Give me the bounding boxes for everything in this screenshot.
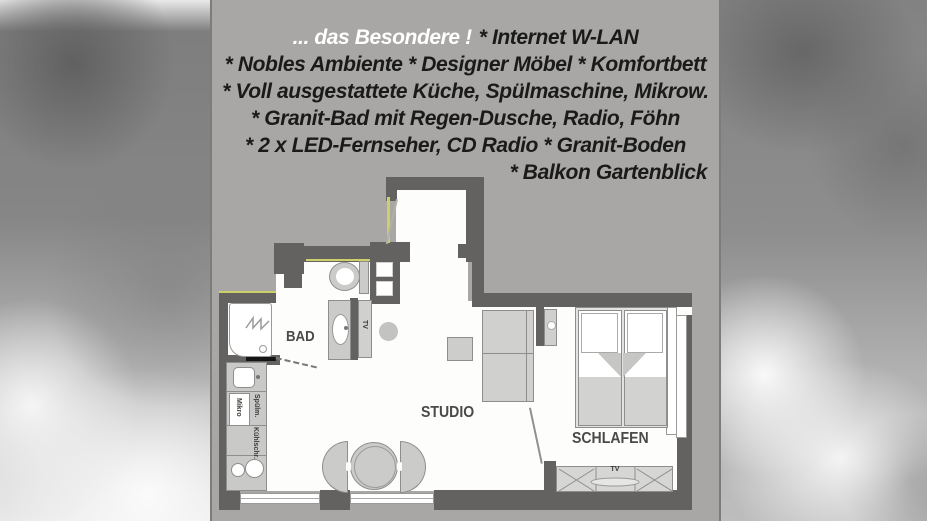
headline-line-5: * 2 x LED-Fernseher, CD Radio * Granit-B… — [245, 134, 686, 157]
wall — [687, 315, 692, 438]
wardrobe — [556, 466, 673, 492]
headline-line-2: * Nobles Ambiente * Designer Möbel * Kom… — [224, 53, 707, 76]
wall — [219, 303, 228, 492]
shower-head-icon — [245, 315, 270, 331]
wall — [219, 293, 276, 303]
faucet-icon — [344, 326, 348, 330]
microwave-label: Mikro — [235, 398, 242, 417]
wall — [274, 243, 304, 274]
kitchen-counter: Mikro Spülm. Kühlschr. — [226, 362, 267, 491]
headline-highlight: ... das Besondere ! — [292, 26, 473, 49]
toilet-cistern — [359, 261, 369, 294]
wall — [458, 244, 466, 258]
kitchen-sink — [233, 367, 255, 388]
pillow — [627, 313, 663, 353]
faucet-icon — [256, 375, 260, 379]
wall-niche — [376, 281, 393, 296]
wall — [386, 184, 397, 201]
door-threshold — [246, 357, 276, 361]
window — [676, 315, 687, 438]
accent-line — [219, 291, 276, 293]
chair-gap — [346, 462, 351, 471]
window — [240, 493, 320, 504]
wall — [472, 293, 692, 307]
dining-table — [350, 442, 398, 490]
ottoman — [447, 337, 473, 361]
tv-wall — [350, 298, 358, 360]
shower — [229, 303, 272, 357]
duvet — [579, 377, 621, 425]
fridge-label: Kühlschr. — [252, 427, 259, 459]
headline-line-3: * Voll ausgestattete Küche, Spülmaschine… — [222, 80, 709, 103]
wall — [219, 490, 240, 510]
wall — [544, 461, 556, 492]
sofa — [482, 310, 534, 402]
wall-niche — [376, 262, 393, 277]
wall — [320, 490, 350, 510]
accent-line — [387, 197, 390, 243]
wall — [304, 246, 382, 262]
accent-line — [306, 259, 370, 261]
microwave: Mikro — [229, 393, 250, 426]
pillow — [581, 313, 618, 353]
toilet-icon — [329, 262, 360, 291]
headline-block: ... das Besondere !* Internet W-LAN * No… — [214, 24, 717, 186]
bath-sink-counter — [328, 300, 351, 360]
headline-line-1-rest: * Internet W-LAN — [478, 26, 639, 49]
panel-dot-icon — [547, 321, 556, 330]
side-table — [379, 322, 398, 341]
stove-burner-icon — [231, 463, 245, 477]
blurred-right-background — [719, 0, 927, 521]
duvet — [625, 377, 666, 425]
wall — [284, 274, 302, 288]
room-label-schlafen: SCHLAFEN — [572, 430, 649, 447]
blurred-left-background — [0, 0, 211, 521]
room-label-studio: STUDIO — [421, 404, 475, 421]
dishwasher-label: Spülm. — [253, 394, 260, 418]
tv-label: TV — [610, 466, 620, 473]
wall — [386, 177, 484, 190]
sink-basin — [332, 314, 349, 345]
bath-tv-panel — [358, 300, 372, 358]
chair-gap — [397, 462, 402, 471]
window — [350, 493, 434, 504]
wall — [466, 184, 484, 262]
stove-burner-icon — [245, 459, 264, 478]
divider-panel — [544, 309, 557, 346]
headline-line-4: * Granit-Bad mit Regen-Dusche, Radio, Fö… — [251, 107, 680, 130]
wall — [434, 490, 692, 510]
tv-label: TV — [361, 320, 368, 329]
shower-drain-icon — [259, 345, 267, 353]
divider-wall — [536, 307, 544, 346]
headline-line-1: ... das Besondere !* Internet W-LAN — [214, 24, 717, 51]
room-label-bad: BAD — [286, 328, 315, 345]
headline-line-6: * Balkon Gartenblick — [509, 161, 708, 184]
